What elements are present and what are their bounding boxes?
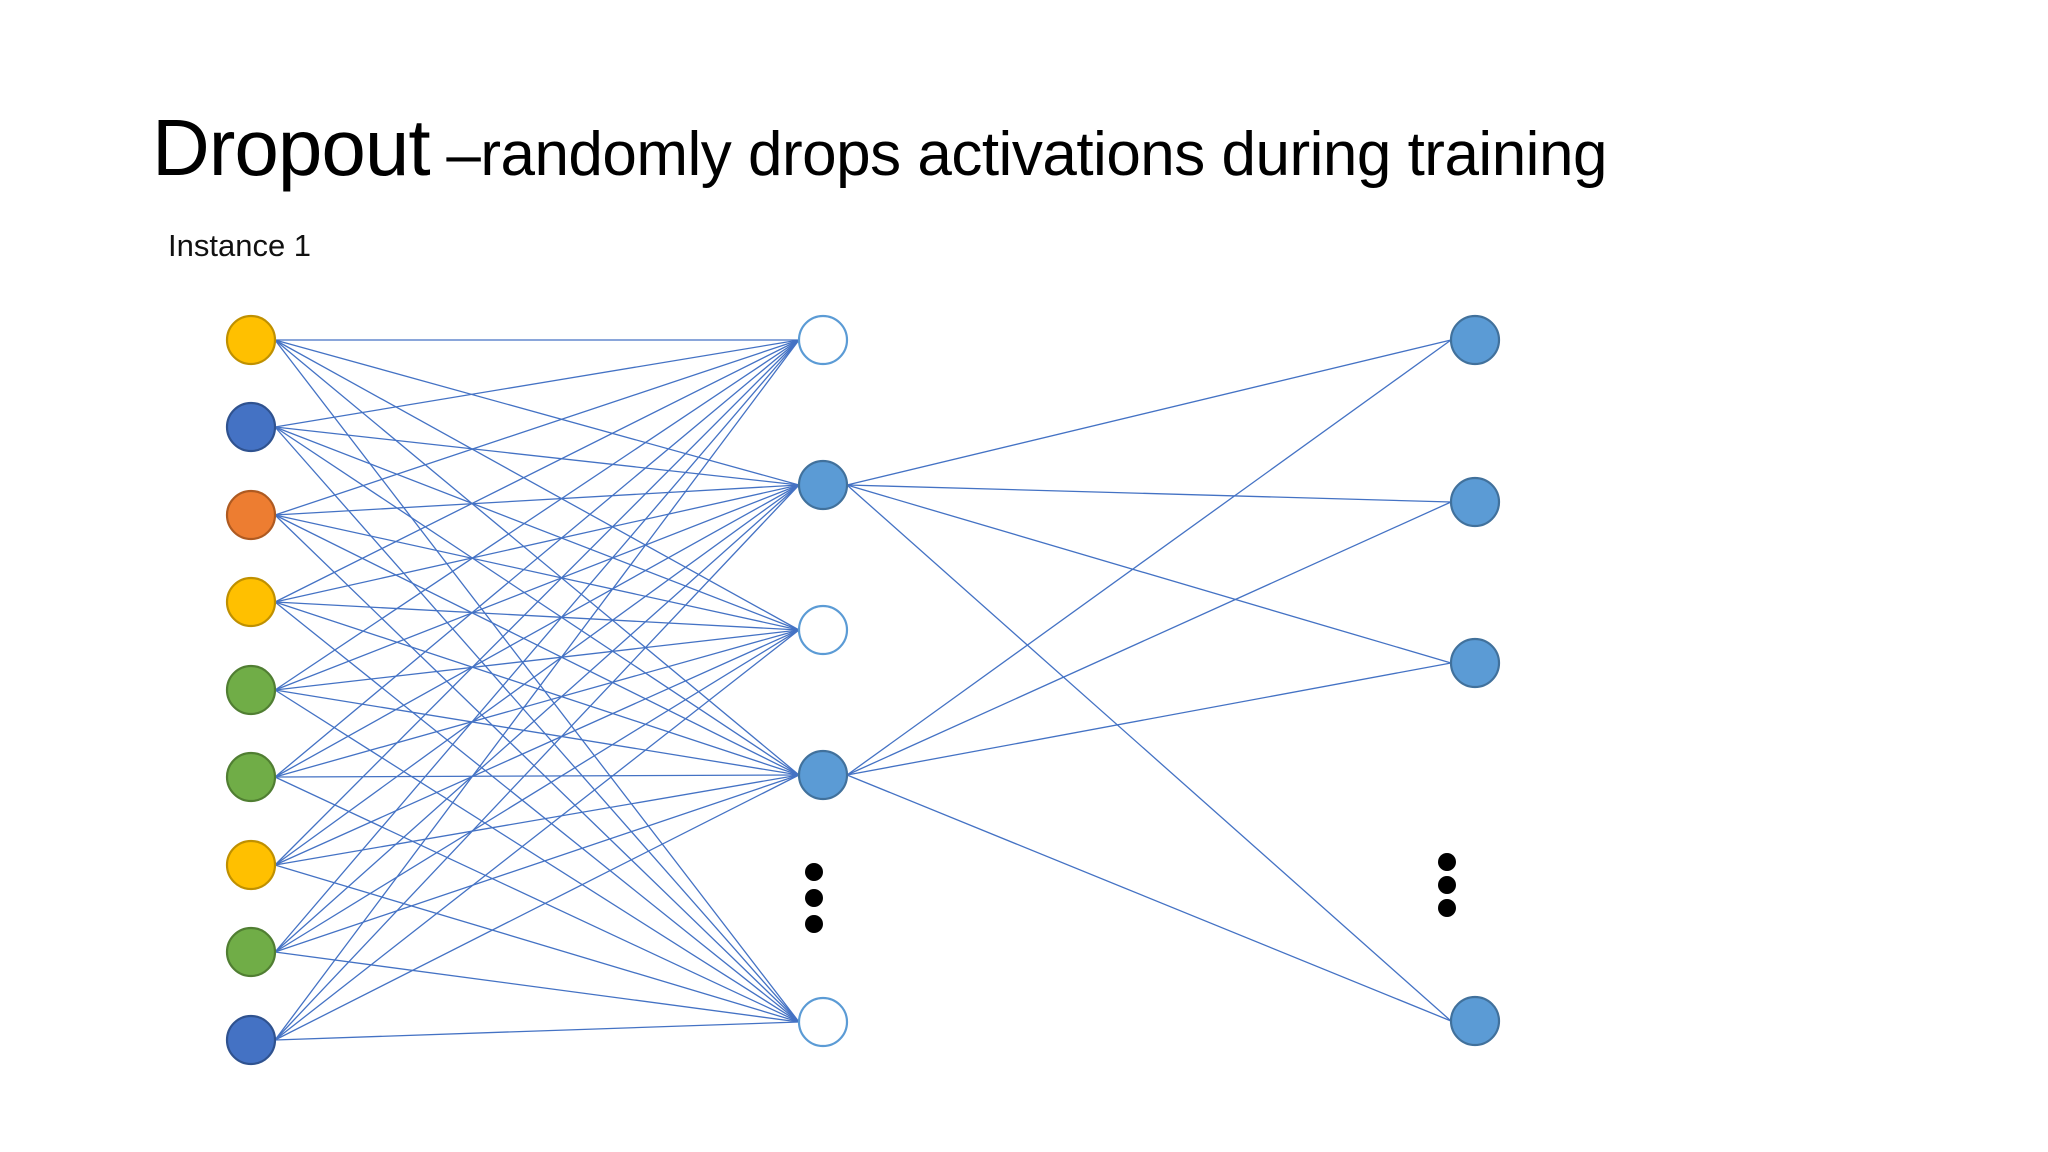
ellipsis-group (805, 853, 1456, 933)
edge-in-4-hid-1 (274, 339, 800, 603)
edge-in-9-hid-1 (274, 339, 800, 1041)
node-in-5-active[interactable] (225, 664, 277, 716)
edge-in-2-hid-5 (274, 426, 800, 1023)
node-out-3-active[interactable] (1449, 637, 1501, 689)
instance-label: Instance 1 (168, 228, 312, 263)
vertical-ellipsis-dot-output-layer-1 (1438, 853, 1456, 871)
edge-in-6-hid-3 (274, 629, 800, 778)
edge-hid-2-out-2 (846, 484, 1452, 503)
edge-in-2-hid-4 (274, 426, 800, 776)
node-in-6-active[interactable] (225, 751, 277, 803)
edge-in-1-hid-2 (274, 339, 800, 486)
node-in-4-active[interactable] (225, 576, 277, 628)
edge-in-5-hid-5 (274, 689, 800, 1023)
edge-in-3-hid-2 (274, 484, 800, 516)
edge-in-6-hid-5 (274, 776, 800, 1023)
edge-hid-2-out-1 (846, 339, 1452, 486)
node-in-9-active[interactable] (225, 1014, 277, 1066)
edge-in-2-hid-1 (274, 339, 800, 428)
edge-in-2-hid-2 (274, 426, 800, 486)
edge-in-7-hid-5 (274, 864, 800, 1023)
node-hid-5-dropped[interactable] (797, 996, 849, 1048)
edge-in-4-hid-3 (274, 601, 800, 631)
edge-in-5-hid-3 (274, 629, 800, 691)
edge-in-5-hid-1 (274, 339, 800, 691)
edge-in-6-hid-4 (274, 774, 800, 778)
edge-in-9-hid-4 (274, 774, 800, 1041)
edge-in-9-hid-2 (274, 484, 800, 1041)
edge-hid-2-out-4 (846, 484, 1452, 1022)
edge-in-8-hid-4 (274, 774, 800, 953)
edge-hid-4-out-2 (846, 501, 1452, 776)
node-in-8-active[interactable] (225, 926, 277, 978)
node-in-3-active[interactable] (225, 489, 277, 541)
edge-in-3-hid-5 (274, 514, 800, 1023)
node-hid-3-dropped[interactable] (797, 604, 849, 656)
edges-group (274, 339, 1452, 1041)
edge-in-8-hid-3 (274, 629, 800, 953)
edge-in-3-hid-4 (274, 514, 800, 776)
vertical-ellipsis-dot-output-layer-3 (1438, 899, 1456, 917)
node-hid-4-active[interactable] (797, 749, 849, 801)
edge-in-1-hid-5 (274, 339, 800, 1023)
vertical-ellipsis-dot-hidden-layer-1 (805, 863, 823, 881)
page-title: Dropout –randomly drops activations duri… (152, 108, 1992, 188)
edge-in-4-hid-4 (274, 601, 800, 776)
edge-hid-4-out-4 (846, 774, 1452, 1022)
edge-in-7-hid-3 (274, 629, 800, 866)
node-in-1-active[interactable] (225, 314, 277, 366)
edge-in-5-hid-2 (274, 484, 800, 691)
edge-in-8-hid-2 (274, 484, 800, 953)
edge-in-7-hid-4 (274, 774, 800, 866)
vertical-ellipsis-dot-hidden-layer-2 (805, 889, 823, 907)
node-in-7-active[interactable] (225, 839, 277, 891)
edge-in-7-hid-1 (274, 339, 800, 866)
edge-in-4-hid-5 (274, 601, 800, 1023)
title-main-word: Dropout (152, 103, 431, 192)
edge-in-2-hid-3 (274, 426, 800, 631)
vertical-ellipsis-dot-hidden-layer-3 (805, 915, 823, 933)
node-out-2-active[interactable] (1449, 476, 1501, 528)
node-out-4-active[interactable] (1449, 995, 1501, 1047)
edge-hid-2-out-3 (846, 484, 1452, 664)
edge-in-8-hid-1 (274, 339, 800, 953)
vertical-ellipsis-dot-output-layer-2 (1438, 876, 1456, 894)
edge-in-6-hid-2 (274, 484, 800, 778)
title-subtitle-text: –randomly drops activations during train… (429, 120, 1607, 189)
node-out-1-active[interactable] (1449, 314, 1501, 366)
edge-in-6-hid-1 (274, 339, 800, 778)
edge-in-7-hid-2 (274, 484, 800, 866)
edge-in-3-hid-3 (274, 514, 800, 631)
edge-in-9-hid-3 (274, 629, 800, 1041)
node-hid-2-active[interactable] (797, 459, 849, 511)
edge-in-3-hid-1 (274, 339, 800, 516)
nodes-group (225, 314, 1501, 1066)
edge-hid-4-out-1 (846, 339, 1452, 776)
node-hid-1-dropped[interactable] (797, 314, 849, 366)
edge-in-8-hid-5 (274, 951, 800, 1023)
edge-in-1-hid-3 (274, 339, 800, 631)
edge-hid-4-out-3 (846, 662, 1452, 776)
node-in-2-active[interactable] (225, 401, 277, 453)
edge-in-9-hid-5 (274, 1021, 800, 1041)
edge-in-4-hid-2 (274, 484, 800, 603)
